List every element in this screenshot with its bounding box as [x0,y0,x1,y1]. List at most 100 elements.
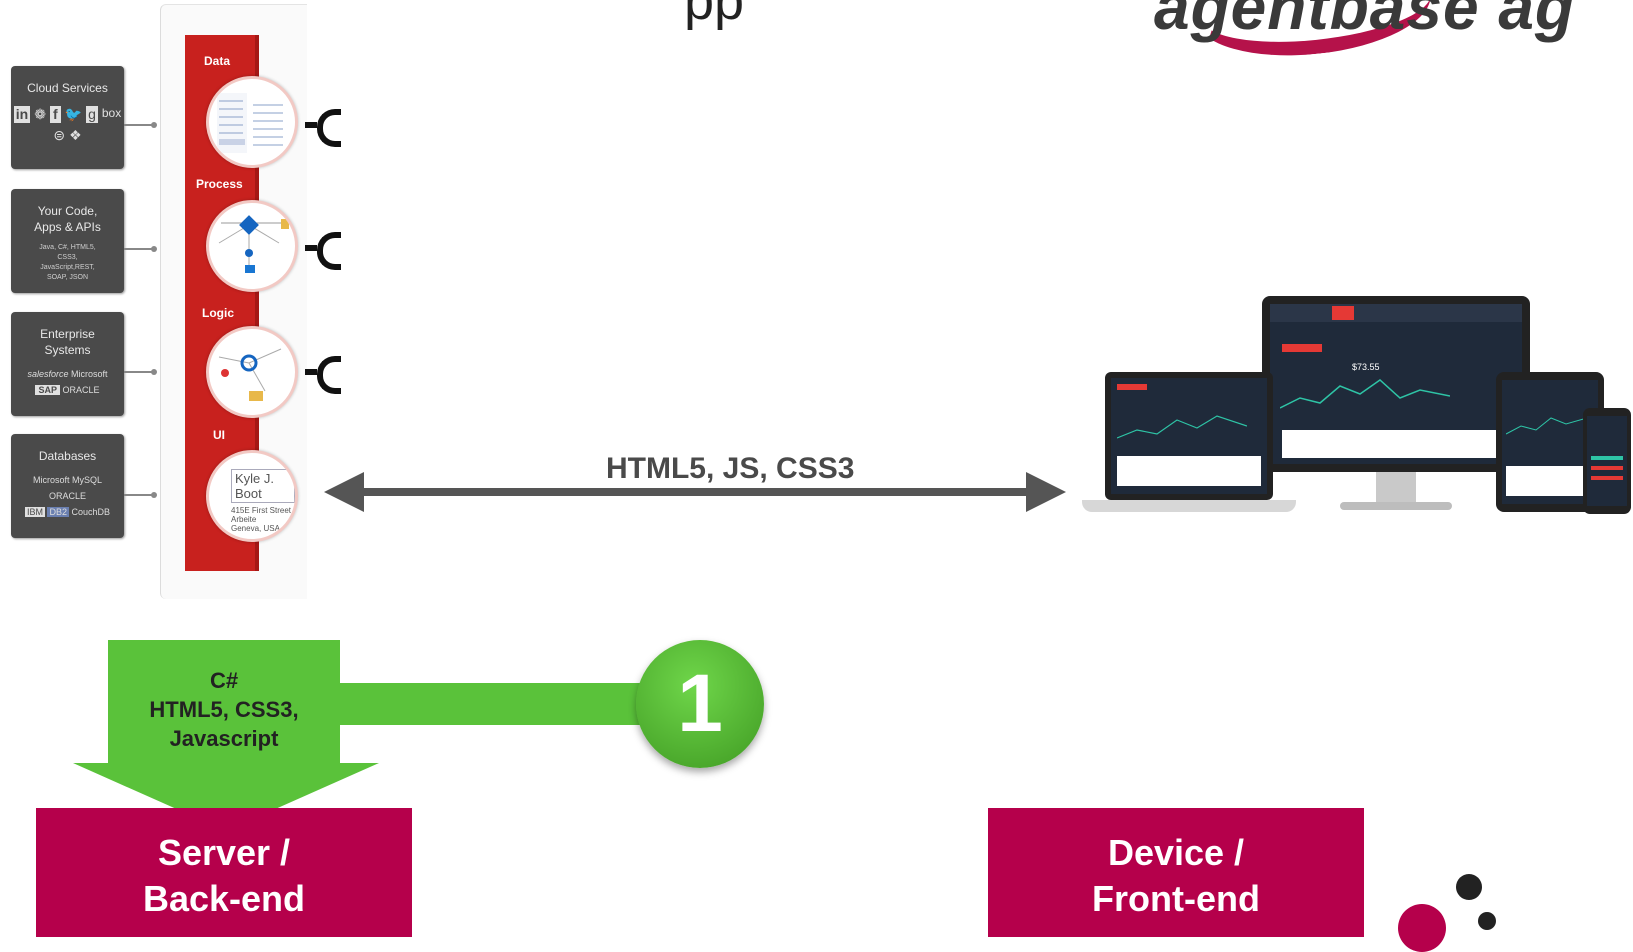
microsoft-logo: Microsoft [32,475,70,485]
arrow-head-right-icon [1026,472,1066,512]
database-logos: Microsoft MySQL ORACLE IBM DB2 CouchDB [11,472,124,520]
contact-address-3: Geneva, USA [231,524,280,533]
laptop [1105,372,1273,500]
double-arrow-line [356,488,1040,496]
dropbox-icon: ❖ [69,127,82,143]
oracle-logo: ORACLE [48,491,86,501]
laptop-screen [1111,378,1267,494]
laptop-line-chart [1117,415,1247,439]
connector-dot [151,122,157,128]
section-label-logic: Logic [202,306,234,320]
phone-screen [1587,416,1627,506]
green-arrow-shaft [108,640,340,765]
server-box-line-1: Server / [157,832,291,873]
step-number-badge: 1 [636,640,764,768]
tech-stack-line-1: C# [209,668,239,693]
desktop-stand [1376,472,1416,502]
company-logo: agentbase ag [1153,0,1575,43]
laptop-cards [1117,456,1261,486]
ui-contact-card: Kyle J. Boot 415E First Street Arbeite G… [209,453,295,533]
contact-name: Kyle J. Boot [231,469,295,503]
device-box-line-1: Device / [1107,832,1245,873]
plug-stem [305,245,317,251]
plug-icon [317,356,341,394]
oracle-logo: ORACLE [62,385,100,395]
process-zoom-circle [206,200,298,292]
dashboard-select [1282,344,1322,352]
facebook-icon: f [49,106,61,123]
enterprise-systems-box: Enterprise Systems salesforce Microsoft … [11,312,124,416]
db2-logo: DB2 [47,507,69,517]
phone [1583,408,1631,514]
phone-bar [1591,476,1623,480]
data-zoom-circle [206,76,298,168]
laptop-base [1082,500,1296,512]
connector-line [124,494,154,496]
your-code-title: Your Code, Apps & APIs [34,204,101,234]
tablet [1496,372,1604,512]
protocol-label: HTML5, JS, CSS3 [606,452,855,485]
dashboard-topbar [1270,304,1522,322]
section-label-ui: UI [213,428,225,442]
plug-icon [317,109,341,147]
server-box-line-2: Back-end [142,878,306,919]
dashboard-line-chart [1280,379,1450,409]
plug-stem [305,122,317,128]
sap-logo: SAP [35,385,60,395]
salesforce-logo: salesforce [27,369,69,379]
contact-address-1: 415E First Street [231,506,292,515]
tech-stack-label: C# HTML5, CSS3, Javascript [108,666,340,753]
section-label-process: Process [196,177,243,191]
tablet-cards [1506,466,1594,496]
logic-graph-icon [218,348,282,401]
process-flow-icon [218,215,289,273]
tablet-screen [1502,380,1598,504]
mysql-logo: MySQL [72,475,103,485]
yammer-icon: ❁ [34,106,46,122]
decorative-dot [1456,874,1482,900]
desktop-monitor: $73.55 [1262,296,1530,472]
device-box-line-2: Front-end [1092,878,1260,919]
server-backend-box: Server / Back-end [36,808,412,937]
cloud-service-icons: in ❁ f 🐦 g box ⊜ ❖ [11,106,124,144]
box-icon: box [101,106,122,120]
laptop-select [1117,384,1147,390]
couchdb-logo: CouchDB [71,507,111,517]
your-code-box: Your Code, Apps & APIs Java, C#, HTML5, … [11,189,124,293]
connector-line [124,371,154,373]
connector-dot [151,369,157,375]
enterprise-systems-title: Enterprise Systems [40,327,95,357]
basecamp-icon: ⊜ [53,127,66,143]
arrow-head-left-icon [324,472,364,512]
logic-zoom-circle [206,326,298,418]
ibm-logo: IBM [24,507,45,517]
phone-bar [1591,456,1623,460]
your-code-subtitle: Java, C#, HTML5, CSS3, JavaScript,REST, … [39,244,96,281]
dashboard-value: $73.55 [1352,362,1380,372]
connector-line [124,124,154,126]
device-frontend-box: Device / Front-end [988,808,1364,937]
section-label-data: Data [204,54,231,68]
tablet-line-chart [1506,415,1594,435]
google-plus-icon: g [86,106,98,123]
plug-icon [317,232,341,270]
contact-address-2: Arbeite [231,515,257,524]
decorative-dot [1478,912,1496,930]
desktop-screen: $73.55 [1270,304,1522,464]
connector-dot [151,492,157,498]
data-tree-icon [217,93,283,153]
databases-box: Databases Microsoft MySQL ORACLE IBM DB2… [11,434,124,538]
connector-line [124,248,154,250]
microsoft-logo: Microsoft [71,369,108,379]
tech-stack-line-3: Javascript [169,726,279,751]
decorative-dot [1398,904,1446,952]
tech-stack-line-2: HTML5, CSS3, [149,697,299,722]
dashboard-cards [1282,430,1510,458]
linkedin-icon: in [13,106,31,123]
green-connector-bar [330,683,670,725]
enterprise-logos: salesforce Microsoft SAP ORACLE [11,366,124,398]
page-title-fragment: pp [684,0,745,31]
phone-bar [1591,466,1623,470]
twitter-icon: 🐦 [64,106,83,122]
databases-title: Databases [38,449,97,463]
